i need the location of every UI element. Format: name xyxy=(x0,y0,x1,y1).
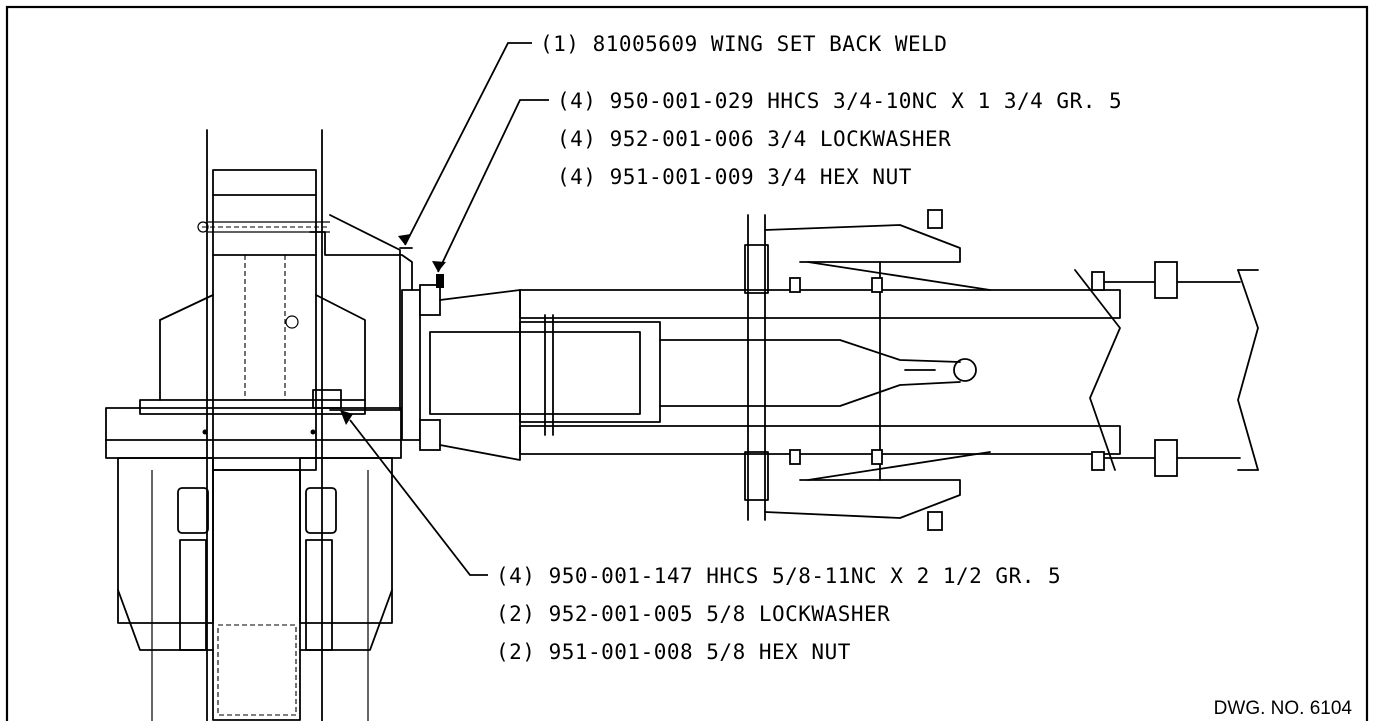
callout-lower-line-2: (2) 952-001-005 5/8 LOCKWASHER xyxy=(496,602,890,626)
main-frame-assembly xyxy=(105,129,402,721)
leader-bolt-lower xyxy=(349,419,488,576)
leader-bolt-upper xyxy=(437,99,549,273)
leader-wing-weld xyxy=(404,42,532,246)
drawing-border xyxy=(5,5,1369,721)
wing-arm-assembly xyxy=(429,209,1259,531)
leader-lines xyxy=(340,42,549,576)
callout-upper-line-2: (4) 952-001-006 3/4 LOCKWASHER xyxy=(557,127,951,151)
callout-lower-line-1: (4) 950-001-147 HHCS 5/8-11NC X 2 1/2 GR… xyxy=(496,564,1061,588)
mount-plate xyxy=(309,231,444,451)
callout-wing-weld: (1) 81005609 WING SET BACK WELD xyxy=(540,32,947,56)
callout-upper-line-3: (4) 951-001-009 3/4 HEX NUT xyxy=(557,165,912,189)
callout-lower-line-3: (2) 951-001-008 5/8 HEX NUT xyxy=(496,640,851,664)
callout-upper-line-1: (4) 950-001-029 HHCS 3/4-10NC X 1 3/4 GR… xyxy=(557,89,1122,113)
drawing-number: DWG. NO. 6104 xyxy=(1214,698,1353,719)
